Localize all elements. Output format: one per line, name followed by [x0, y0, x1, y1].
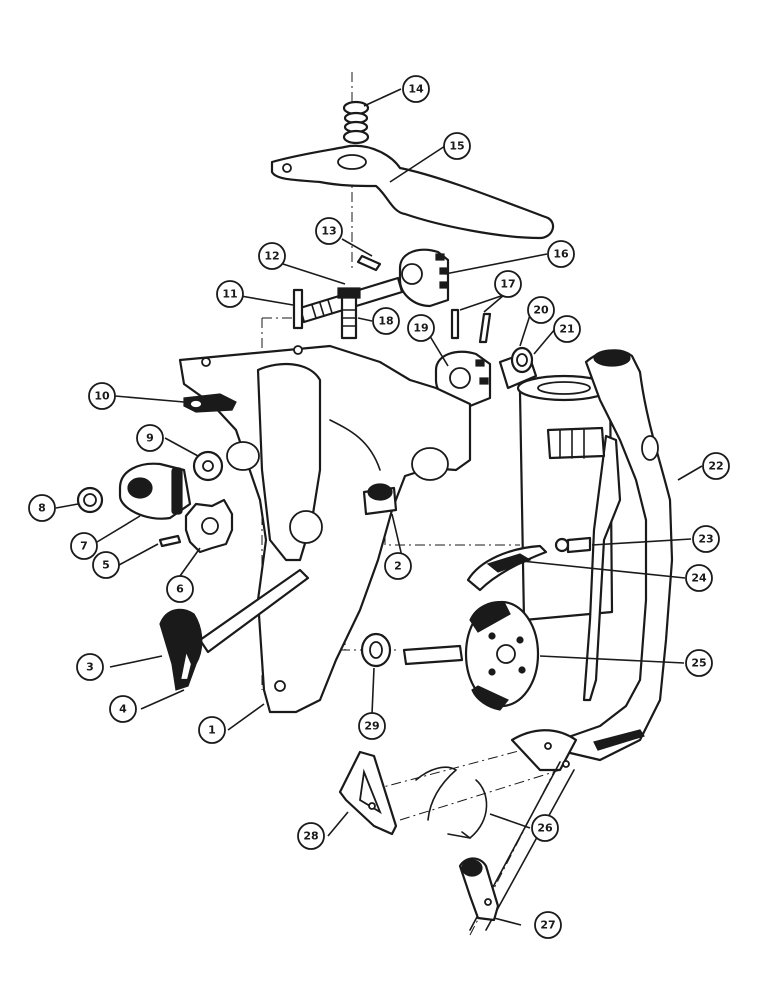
callout-21: 21 [553, 315, 581, 343]
pedal-arm-part [546, 349, 674, 762]
spring-part [342, 100, 370, 145]
clevis-part [458, 857, 500, 922]
svg-text:16: 16 [553, 248, 569, 261]
callout-24: 24 [685, 564, 713, 592]
svg-text:12: 12 [264, 250, 279, 263]
small-pin-part [356, 254, 382, 272]
callout-19: 19 [407, 314, 435, 342]
svg-text:21: 21 [559, 323, 574, 336]
callout-18: 18 [372, 307, 400, 335]
callout-11: 11 [216, 280, 244, 308]
callout-13: 13 [315, 217, 343, 245]
svg-text:4: 4 [119, 703, 127, 716]
svg-text:24: 24 [691, 572, 707, 585]
svg-text:28: 28 [303, 830, 318, 843]
svg-text:2: 2 [394, 560, 402, 573]
callout-14: 14 [402, 75, 430, 103]
svg-text:7: 7 [80, 540, 88, 553]
callout-25: 25 [685, 649, 713, 677]
svg-text:17: 17 [500, 278, 515, 291]
svg-text:22: 22 [708, 460, 723, 473]
svg-text:14: 14 [408, 83, 424, 96]
sprocket-gear-part [398, 248, 450, 308]
small-lever-part [183, 393, 237, 413]
svg-text:9: 9 [146, 432, 154, 445]
callouts: 1 2 3 4 5 6 7 8 9 10 11 12 13 14 15 16 1… [28, 75, 730, 939]
svg-text:5: 5 [102, 559, 110, 572]
svg-text:19: 19 [413, 322, 428, 335]
main-housing-part [178, 344, 472, 714]
svg-text:8: 8 [38, 502, 46, 515]
callout-29: 29 [358, 712, 386, 740]
callout-23: 23 [692, 525, 720, 553]
hand-lever-part [159, 568, 310, 691]
small-washer-part [76, 486, 104, 514]
svg-text:23: 23 [698, 533, 713, 546]
callout-12: 12 [258, 242, 286, 270]
callout-20: 20 [527, 296, 555, 324]
spring-pin-part [450, 308, 460, 340]
callout-2: 2 [384, 552, 412, 580]
callout-9: 9 [136, 424, 164, 452]
pump-body-part [118, 462, 192, 520]
callout-5: 5 [92, 551, 120, 579]
spur-gear-part [184, 498, 234, 554]
svg-text:15: 15 [449, 140, 464, 153]
svg-text:10: 10 [94, 390, 110, 403]
brake-disc-part [402, 600, 540, 711]
svg-text:1: 1 [208, 724, 216, 737]
bolt-part [554, 536, 592, 554]
callout-17: 17 [494, 270, 522, 298]
callout-26: 26 [531, 814, 559, 842]
collar-part [498, 346, 538, 390]
svg-text:18: 18 [378, 315, 393, 328]
callout-8: 8 [28, 494, 56, 522]
callout-1: 1 [198, 716, 226, 744]
triangle-link-part [338, 750, 398, 836]
callout-4: 4 [109, 695, 137, 723]
callout-16: 16 [547, 240, 575, 268]
lever-arm-part [270, 144, 555, 240]
callout-22: 22 [702, 452, 730, 480]
vertical-pin-part [292, 288, 304, 330]
callout-3: 3 [76, 653, 104, 681]
stud-bolt-part [337, 287, 361, 340]
svg-text:25: 25 [691, 657, 706, 670]
svg-text:20: 20 [533, 304, 549, 317]
callout-6: 6 [166, 575, 194, 603]
callout-10: 10 [88, 382, 116, 410]
svg-text:27: 27 [540, 919, 555, 932]
svg-text:13: 13 [321, 225, 336, 238]
svg-text:29: 29 [364, 720, 379, 733]
spring-pin-part [478, 312, 492, 344]
flat-washer-part [192, 450, 224, 482]
key-part [158, 534, 182, 548]
svg-text:26: 26 [537, 822, 553, 835]
pawl-part [466, 544, 548, 592]
svg-text:3: 3 [86, 661, 94, 674]
callout-15: 15 [443, 132, 471, 160]
callout-7: 7 [70, 532, 98, 560]
svg-text:6: 6 [176, 583, 184, 596]
bushing-part [362, 483, 398, 516]
drive-gear-part [434, 350, 492, 408]
leader-lines [55, 88, 703, 926]
svg-text:11: 11 [222, 288, 237, 301]
thrust-washer-part [360, 632, 392, 668]
callout-28: 28 [297, 822, 325, 850]
callout-27: 27 [534, 911, 562, 939]
